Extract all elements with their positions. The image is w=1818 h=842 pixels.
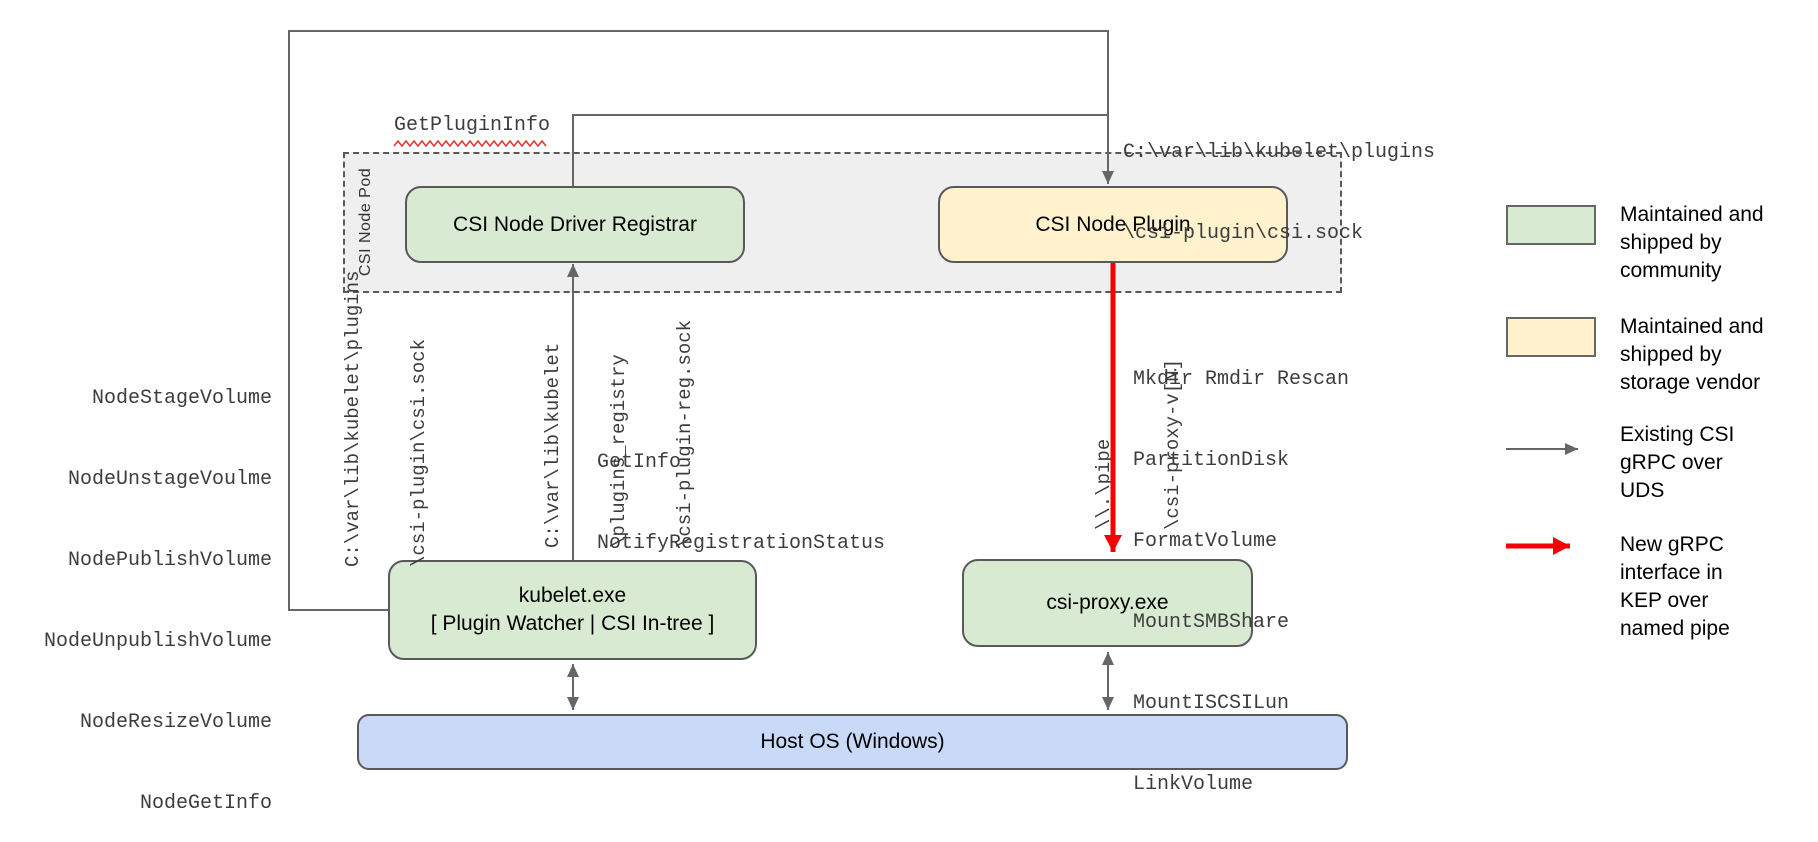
legend-community-swatch: [1506, 205, 1596, 245]
host-os-label: Host OS (Windows): [760, 730, 945, 753]
get-plugin-info-label: GetPluginInfo: [394, 114, 551, 137]
legend-line: shipped by: [1620, 343, 1722, 366]
node-rpc-item: NodePublishVolume: [67, 549, 272, 572]
registration-rpc-item: NotifyRegistrationStatus: [597, 532, 886, 555]
legend-vendor-swatch: [1506, 317, 1596, 357]
node-rpc-list: NodeStageVolume NodeUnstageVoulme NodePu…: [30, 331, 272, 842]
plugin-sock-path-line2: \csi-plugin\csi.sock: [1123, 222, 1364, 245]
proxy-ops-list: Mkdir Rmdir Rescan PartitionDisk FormatV…: [1133, 312, 1349, 842]
legend-line: shipped by: [1620, 231, 1722, 254]
legend-line: storage vendor: [1620, 371, 1761, 394]
legend-line: interface in: [1620, 561, 1723, 584]
proxy-op-item: MountSMBShare: [1133, 611, 1290, 634]
proxy-op-item: MountISCSILun: [1133, 692, 1290, 715]
legend-line: Maintained and: [1620, 315, 1764, 338]
legend-new-grpc-text: New gRPC interface in KEP over named pip…: [1620, 531, 1730, 643]
plugin-sock-path-line1: C:\var\lib\kubelet\plugins: [1123, 141, 1436, 164]
legend-line: UDS: [1620, 479, 1665, 502]
red-squiggle-underline: [393, 139, 547, 148]
registrar-sock-path-vertical: C:\var\lib\kubelet \plugins_registry \cs…: [498, 298, 696, 548]
node-rpc-item: NodeGetInfo: [139, 792, 272, 815]
proxy-op-item: Mkdir Rmdir Rescan: [1133, 368, 1350, 391]
registration-rpc-item: GetInfo: [597, 451, 682, 474]
legend-community-text: Maintained and shipped by community: [1620, 201, 1764, 285]
kubelet-label-line2: [ Plugin Watcher | CSI In-tree ]: [430, 612, 715, 635]
plugin-sock-vertical-line2: \csi-plugin\csi.sock: [408, 338, 430, 567]
legend-vendor-text: Maintained and shipped by storage vendor: [1620, 313, 1764, 397]
node-rpc-item: NodeUnstageVoulme: [67, 468, 272, 491]
registration-rpc-list: GetInfo NotifyRegistrationStatus: [597, 395, 885, 611]
legend-line: Existing CSI: [1620, 423, 1735, 446]
legend-line: gRPC over: [1620, 451, 1723, 474]
node-rpc-item: NodeUnpublishVolume: [43, 630, 272, 653]
host-os-box: Host OS (Windows): [357, 714, 1348, 770]
plugin-sock-vertical-line1: C:\var\lib\kubelet\plugins: [342, 270, 364, 567]
legend-line: KEP over: [1620, 589, 1709, 612]
proxy-op-item: LinkVolume: [1133, 773, 1254, 796]
node-rpc-item: NodeStageVolume: [91, 387, 272, 410]
legend-line: named pipe: [1620, 617, 1730, 640]
proxy-op-item: FormatVolume: [1133, 530, 1278, 553]
legend-line: New gRPC: [1620, 533, 1724, 556]
proxy-op-item: PartitionDisk: [1133, 449, 1290, 472]
csi-node-driver-registrar-label: CSI Node Driver Registrar: [453, 212, 697, 236]
proxy-pipe-line1: \\.\pipe: [1093, 438, 1115, 530]
plugin-sock-path-horizontal: C:\var\lib\kubelet\plugins \csi-plugin\c…: [1123, 85, 1435, 301]
legend-existing-grpc-text: Existing CSI gRPC over UDS: [1620, 421, 1734, 505]
node-rpc-item: NodeResizeVolume: [79, 711, 272, 734]
registrar-sock-line1: C:\var\lib\kubelet: [542, 342, 564, 548]
plugin-sock-path-vertical: C:\var\lib\kubelet\plugins \csi-plugin\c…: [298, 267, 430, 567]
proxy-pipe-path-vertical: \\.\pipe \csi-proxy-v[N]: [1047, 330, 1184, 530]
legend-line: community: [1620, 259, 1722, 282]
legend-line: Maintained and: [1620, 203, 1764, 226]
csi-node-driver-registrar-box: CSI Node Driver Registrar: [405, 186, 745, 263]
